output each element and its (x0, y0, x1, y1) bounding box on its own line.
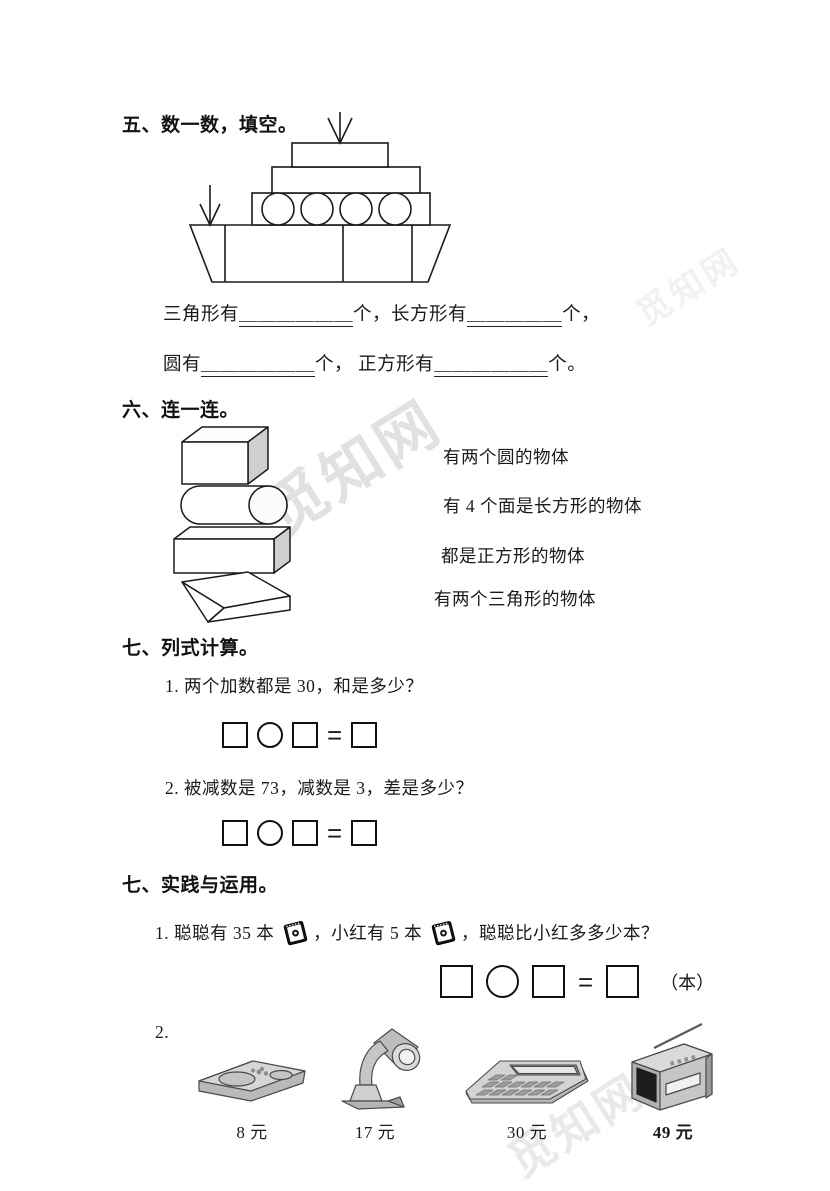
blank-square[interactable]: ＿＿＿＿＿＿ (434, 350, 549, 377)
calc-equation-1[interactable]: = (222, 720, 378, 750)
shape-triangular-prism[interactable] (178, 570, 298, 628)
apply-question-1: 1. 聪聪有 35 本 ，小红有 5 本 (155, 920, 659, 946)
equation-box-operand1[interactable] (222, 722, 248, 748)
item-price-radio: 49 元 (652, 1123, 694, 1142)
calc-equation-2[interactable]: = (222, 818, 378, 848)
match-option-4[interactable]: 有两个三角形的物体 (434, 589, 596, 609)
boat-figure (180, 112, 470, 285)
equals-sign: = (327, 818, 343, 848)
blank-circle[interactable]: ＿＿＿＿＿＿ (201, 350, 316, 377)
count-fill-line-2: 圆有＿＿＿＿＿＿个， 正方形有＿＿＿＿＿＿个。 (163, 350, 586, 377)
shape-cube[interactable] (180, 425, 285, 487)
match-option-3[interactable]: 都是正方形的物体 (441, 546, 585, 566)
answer-unit-label: （本） (660, 972, 715, 993)
shape-cuboid[interactable] (172, 525, 300, 577)
notebook-icon (283, 921, 309, 946)
count-label-square: 个， 正方形有 (315, 355, 435, 375)
count-label-triangle: 三角形有 (163, 305, 240, 325)
equation-circle-operator[interactable] (257, 820, 283, 846)
equation-box-result[interactable] (351, 820, 378, 846)
equals-sign: = (327, 720, 343, 750)
item-price-phone: 8 元 (236, 1123, 268, 1142)
section-title-5: 五、数一数，填空。 (122, 115, 298, 136)
count-line2-tail: 个。 (548, 355, 587, 375)
item-image-radio (620, 1022, 726, 1112)
shape-cylinder[interactable] (178, 483, 293, 528)
equation-box-operand2[interactable] (292, 820, 318, 846)
equation-circle-operator[interactable] (486, 965, 519, 998)
equation-box-result[interactable] (606, 965, 640, 998)
section-title-7b: 七、实践与运用。 (122, 875, 279, 896)
calc-question-2: 2. 被减数是 73，减数是 3，差是多少？ (165, 778, 474, 798)
notebook-icon (431, 921, 457, 946)
apply-equation-1[interactable]: = （本） (440, 965, 714, 998)
equation-box-operand2[interactable] (532, 965, 565, 998)
count-fill-line-1: 三角形有＿＿＿＿＿＿个，长方形有＿＿＿＿＿个， (163, 300, 600, 327)
count-line1-tail: 个， (562, 305, 601, 325)
equation-box-operand1[interactable] (440, 965, 473, 998)
calc-question-1: 1. 两个加数都是 30，和是多少？ (165, 676, 424, 696)
match-option-1[interactable]: 有两个圆的物体 (443, 447, 569, 467)
equation-box-operand2[interactable] (292, 722, 318, 748)
apply-q1-part3: ，聪聪比小红多多少本？ (461, 923, 659, 943)
blank-triangle[interactable]: ＿＿＿＿＿＿ (239, 300, 354, 327)
apply-q1-part1: 1. 聪聪有 35 本 (155, 923, 275, 943)
section-title-7a: 七、列式计算。 (122, 638, 259, 659)
count-label-rect: 个，长方形有 (353, 305, 468, 325)
apply-question-2-label: 2. (155, 1022, 170, 1042)
match-option-2[interactable]: 有 4 个面是长方形的物体 (443, 496, 642, 516)
watermark: 觅知网 (630, 241, 748, 334)
item-image-desk-lamp (330, 1025, 426, 1110)
item-image-phone (193, 1055, 311, 1107)
count-label-circle: 圆有 (163, 355, 202, 375)
equation-box-operand1[interactable] (222, 820, 248, 846)
item-image-calculator (462, 1053, 592, 1111)
equals-sign: = (578, 966, 594, 997)
item-price-calculator: 30 元 (506, 1123, 548, 1142)
equation-box-result[interactable] (351, 722, 378, 748)
apply-q1-part2: ，小红有 5 本 (313, 923, 423, 943)
equation-circle-operator[interactable] (257, 722, 283, 748)
blank-rectangle[interactable]: ＿＿＿＿＿ (467, 300, 563, 327)
item-price-desk-lamp: 17 元 (354, 1123, 396, 1142)
section-title-6: 六、连一连。 (122, 400, 240, 421)
